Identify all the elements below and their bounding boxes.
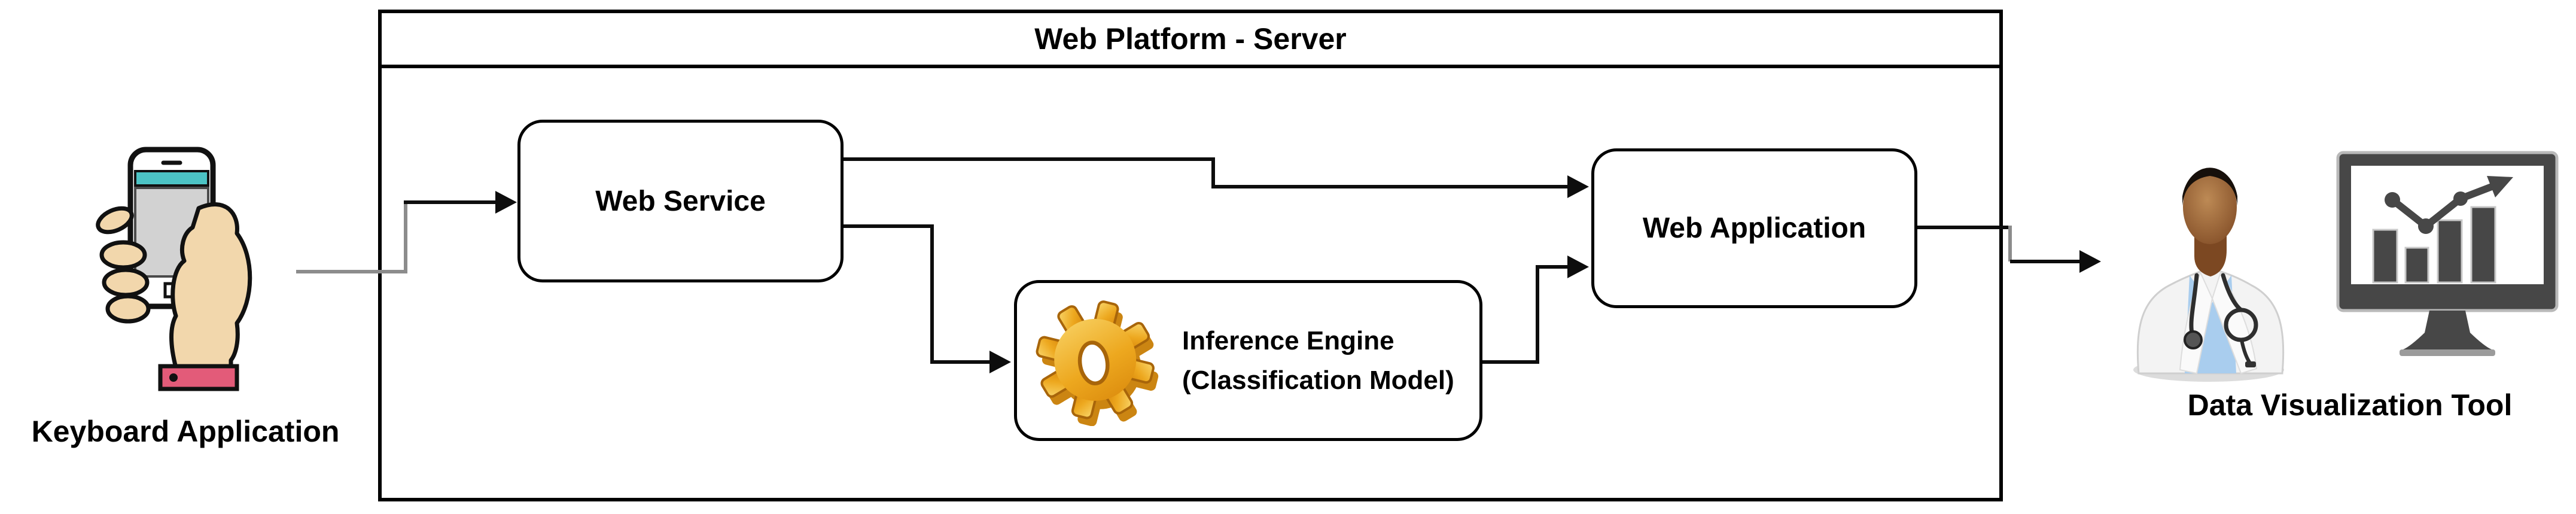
arrowhead-into-data-visualization bbox=[2079, 250, 2101, 273]
gear-icon bbox=[1036, 300, 1159, 426]
data-visualization-caption: Data Visualization Tool bbox=[2187, 388, 2513, 422]
trend-line-glyph bbox=[2385, 176, 2513, 234]
monitor-bar-chart-icon bbox=[2336, 151, 2559, 356]
doctor-icon bbox=[2133, 168, 2285, 382]
server-group-title: Web Platform - Server bbox=[1034, 22, 1347, 56]
hand-holding-smartphone-icon bbox=[96, 147, 252, 391]
inference-engine-label-line2: (Classification Model) bbox=[1182, 365, 1454, 395]
inference-engine-label: Inference Engine (Classification Model) bbox=[1182, 321, 1454, 400]
bar-chart-glyph bbox=[2372, 206, 2496, 284]
keyboard-application-caption: Keyboard Application bbox=[31, 415, 340, 448]
web-service-node: Web Service bbox=[517, 120, 844, 282]
web-application-label: Web Application bbox=[1642, 212, 1866, 244]
web-application-node: Web Application bbox=[1591, 148, 1917, 308]
inference-engine-node: Inference Engine (Classification Model) bbox=[1014, 280, 1482, 441]
inference-engine-label-line1: Inference Engine bbox=[1182, 326, 1394, 355]
server-group-title-band: Web Platform - Server bbox=[382, 13, 1999, 68]
web-service-label: Web Service bbox=[595, 185, 766, 217]
